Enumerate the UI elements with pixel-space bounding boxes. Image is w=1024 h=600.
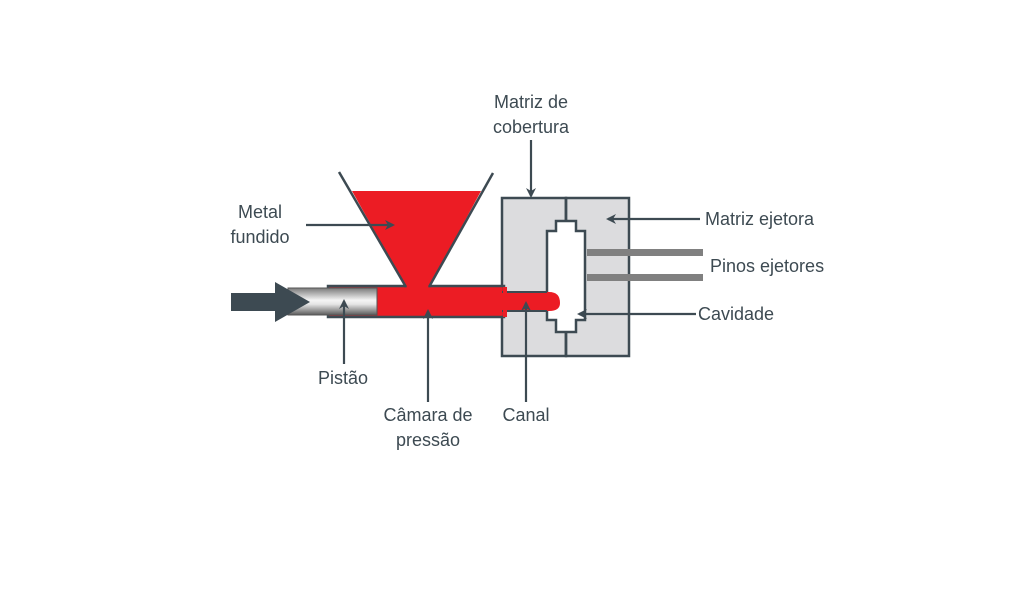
cavity [545, 219, 587, 334]
molten-metal [352, 191, 481, 287]
label-camara-pressao-2: pressão [396, 430, 460, 450]
ejector-pin-2 [587, 274, 703, 281]
label-camara-pressao-1: Câmara de [383, 405, 472, 425]
label-matriz-cobertura-1: Matriz de [494, 92, 568, 112]
label-metal-fundido-1: Metal [238, 202, 282, 222]
label-matriz-cobertura-2: cobertura [493, 117, 570, 137]
label-pinos-ejetores: Pinos ejetores [710, 256, 824, 276]
runner-channel [502, 292, 560, 311]
label-pistao: Pistão [318, 368, 368, 388]
hopper [337, 171, 495, 290]
label-canal: Canal [502, 405, 549, 425]
leader-lines [306, 140, 700, 402]
label-matriz-ejetora: Matriz ejetora [705, 209, 815, 229]
ejector-pin-1 [587, 249, 703, 256]
label-metal-fundido-2: fundido [230, 227, 289, 247]
die-assembly [500, 196, 703, 358]
label-cavidade: Cavidade [698, 304, 774, 324]
push-arrow-icon [231, 282, 310, 322]
